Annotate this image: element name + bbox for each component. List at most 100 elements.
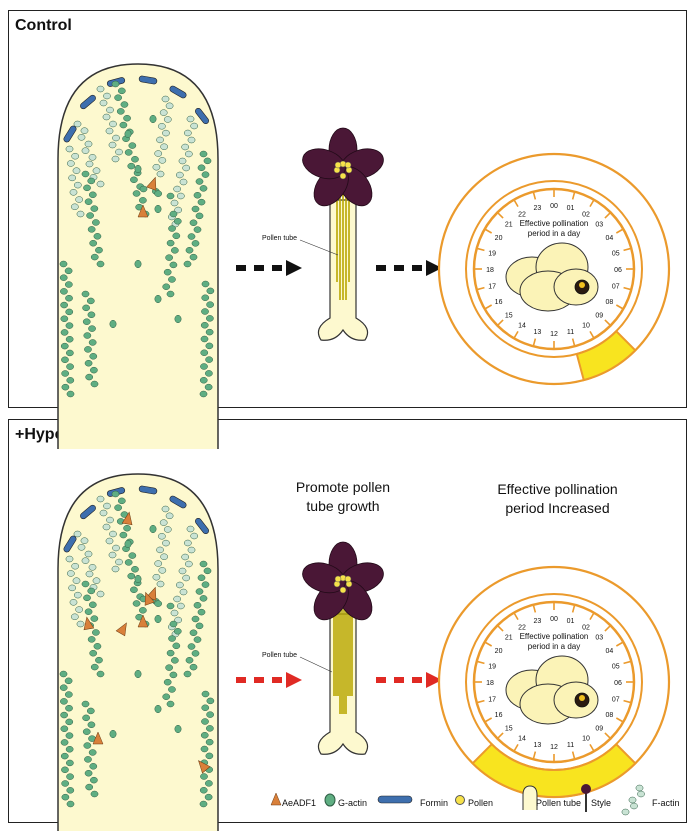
f-actin-subunit — [171, 657, 179, 664]
f-actin-subunit — [168, 225, 176, 232]
hour-tick — [571, 338, 576, 347]
f-actin-subunit — [60, 711, 68, 719]
f-actin-subunit — [206, 725, 214, 732]
f-actin-subunit — [77, 544, 86, 551]
f-actin-subunit — [71, 562, 80, 570]
pollen-tube-icon — [522, 785, 538, 810]
arrow-dash — [254, 265, 264, 271]
f-actin-subunit — [635, 784, 644, 792]
f-actin-subunit — [128, 142, 137, 149]
clock-flower-anther — [579, 695, 585, 701]
hour-label: 04 — [606, 648, 614, 655]
arrow-dash — [394, 265, 404, 271]
formin-icon — [195, 107, 209, 125]
control-panel-title: Control — [15, 17, 72, 34]
f-actin-subunit — [206, 315, 214, 322]
f-actin-subunit — [166, 192, 175, 200]
hour-tick — [484, 641, 493, 647]
legend: AeADF1 G-actin Formin Pollen Pollen tube… — [268, 772, 688, 822]
f-actin-subunit — [200, 322, 209, 329]
tip-outline — [57, 63, 219, 449]
hour-tick — [532, 191, 537, 200]
f-actin-subunit — [90, 776, 98, 784]
f-actin-subunit — [84, 550, 93, 558]
f-actin-subunit — [81, 170, 90, 178]
pollen-icon — [339, 172, 347, 180]
f-actin-subunit — [88, 601, 97, 609]
f-actin-subunit — [82, 728, 91, 735]
f-actin-subunit — [117, 87, 126, 95]
f-actin-subunit — [66, 377, 75, 384]
f-actin-subunit — [95, 246, 103, 254]
f-actin-subunit — [184, 150, 193, 158]
f-actin-subunit — [199, 185, 208, 192]
f-actin-subunit — [132, 190, 141, 197]
f-actin-subunit — [205, 342, 214, 350]
f-actin-subunit — [199, 150, 208, 158]
hour-tick — [615, 304, 624, 310]
f-actin-subunit — [60, 342, 69, 350]
f-actin-subunit — [139, 607, 147, 614]
f-actin-subunit — [75, 196, 84, 203]
f-actin-subunit — [61, 766, 69, 774]
f-actin-subunit — [90, 205, 99, 212]
f-actin-subunit — [628, 796, 637, 804]
f-actin-subunit — [59, 684, 68, 691]
f-actin-subunit — [106, 516, 114, 524]
f-actin-subunit — [123, 524, 131, 532]
f-actin-subunit — [200, 745, 209, 753]
f-actin-subunit — [123, 114, 131, 122]
f-actin-subunit — [80, 127, 89, 134]
f-actin-subunit — [89, 763, 98, 770]
f-actin-subunit — [191, 650, 200, 657]
g-actin-icon — [134, 259, 142, 269]
f-actin-subunit — [189, 219, 198, 226]
hour-label: 00 — [550, 203, 558, 210]
f-actin-subunit — [70, 203, 79, 211]
f-actin-subunit — [193, 192, 202, 199]
f-actin-subunit — [185, 247, 194, 254]
f-actin-subunit — [170, 199, 179, 207]
f-actin-subunit — [66, 570, 75, 577]
f-actin-subunit — [83, 742, 92, 749]
hour-tick — [484, 304, 493, 310]
control-arrow-2 — [376, 260, 442, 276]
f-actin-subunit — [83, 594, 91, 602]
f-actin-subunit — [90, 663, 99, 671]
hour-tick — [571, 604, 576, 613]
f-actin-subunit — [103, 502, 111, 510]
f-actin-subunit — [160, 553, 168, 560]
f-actin-subunit — [83, 332, 92, 339]
hour-tick — [604, 732, 612, 740]
f-actin-subunit — [168, 686, 176, 693]
f-actin-subunit — [132, 600, 141, 607]
f-actin-subunit — [197, 608, 206, 616]
f-actin-subunit — [170, 609, 179, 617]
f-actin-subunit — [159, 519, 168, 526]
f-actin-subunit — [187, 546, 196, 554]
g-actin-icon — [324, 793, 336, 807]
g-actin-icon — [154, 704, 162, 714]
f-actin-subunit — [193, 602, 202, 609]
hour-label: 20 — [495, 648, 503, 655]
aeadf1-icon — [137, 204, 149, 218]
hour-label: 19 — [488, 250, 496, 257]
f-actin-subunit — [171, 247, 179, 254]
hour-label: 20 — [495, 235, 503, 242]
f-actin-subunit — [139, 197, 147, 204]
f-actin-subunit — [187, 136, 196, 144]
f-actin-subunit — [168, 635, 176, 642]
f-actin-subunit — [206, 711, 214, 718]
f-actin-subunit — [181, 553, 190, 561]
f-actin-subunit — [189, 253, 198, 261]
f-actin-subunit — [65, 145, 74, 153]
f-actin-subunit — [161, 95, 170, 103]
hour-tick — [623, 286, 632, 291]
f-actin-subunit — [162, 283, 171, 290]
hour-tick — [571, 751, 576, 760]
f-actin-subunit — [99, 99, 108, 107]
f-actin-subunit — [90, 790, 99, 798]
period-increased-heading: Effective pollination period Increased — [470, 480, 645, 518]
g-actin-icon — [109, 729, 117, 739]
